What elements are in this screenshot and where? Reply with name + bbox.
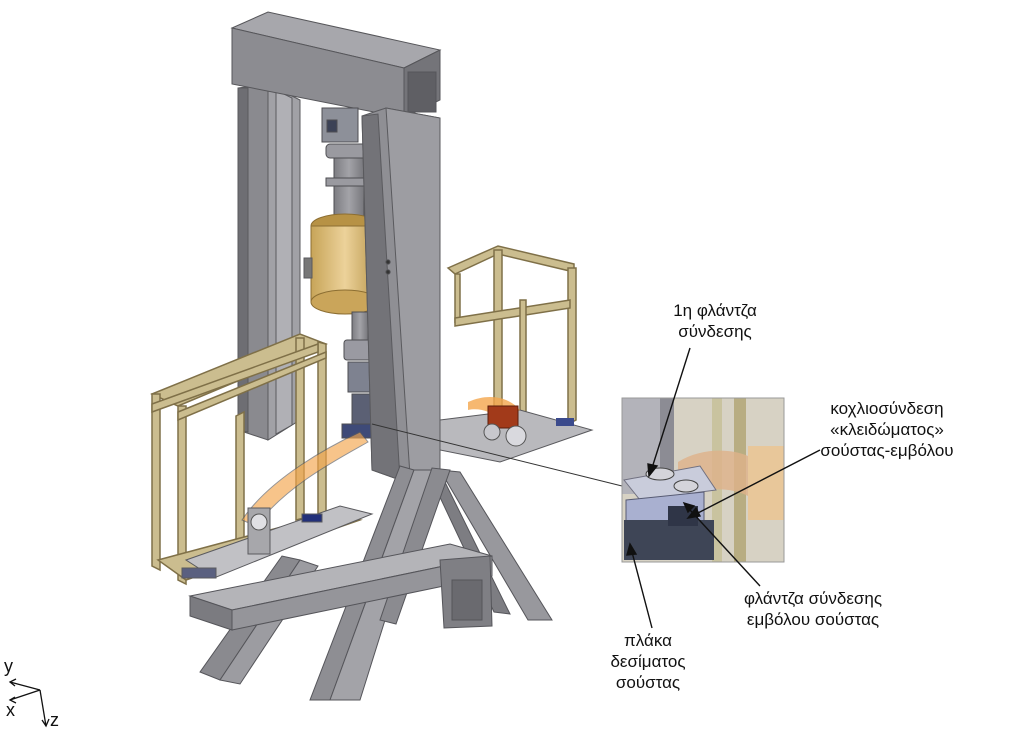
axis-label-x: x <box>6 700 15 720</box>
base-plate-left <box>181 431 374 579</box>
label-first-flange-line1: 1η φλάντζα <box>673 301 757 320</box>
label-first-flange-line2: σύνδεσης <box>678 322 752 341</box>
actuator <box>321 107 373 219</box>
right-wooden-frame <box>446 245 577 444</box>
label-spring-plate-line1: πλάκα <box>624 631 672 650</box>
axis-label-y: y <box>4 656 13 676</box>
label-spring-plate-line3: σούστας <box>615 673 681 692</box>
label-first-flange: 1η φλάντζα σύνδεσης <box>650 300 780 342</box>
detail-inset <box>621 397 785 563</box>
label-locking-bolt-line2: «κλειδώματος» <box>830 420 944 439</box>
label-locking-bolt-line3: σούστας-εμβόλου <box>820 441 954 460</box>
label-locking-bolt: κοχλιοσύνδεση «κλειδώματος» σούστας-εμβό… <box>802 398 972 461</box>
lower-crossbeam <box>188 543 493 631</box>
label-spring-plate-line2: δεσίματος <box>610 652 686 671</box>
right-roller <box>468 396 574 447</box>
label-leaders <box>626 347 821 629</box>
label-piston-flange-line2: εμβόλου σούστας <box>746 610 880 629</box>
label-spring-plate: πλάκα δεσίματος σούστας <box>588 630 708 693</box>
label-piston-flange: φλάντζα σύνδεσης εμβόλου σούστας <box>728 588 898 630</box>
detail-pointer-line <box>371 423 623 487</box>
axis-triad <box>8 678 50 728</box>
right-column <box>303 107 441 481</box>
top-crossbeam <box>230 11 442 119</box>
axis-label-z: z <box>50 710 59 730</box>
label-piston-flange-line1: φλάντζα σύνδεσης <box>743 589 883 608</box>
label-locking-bolt-line1: κοχλιοσύνδεση <box>830 399 944 418</box>
